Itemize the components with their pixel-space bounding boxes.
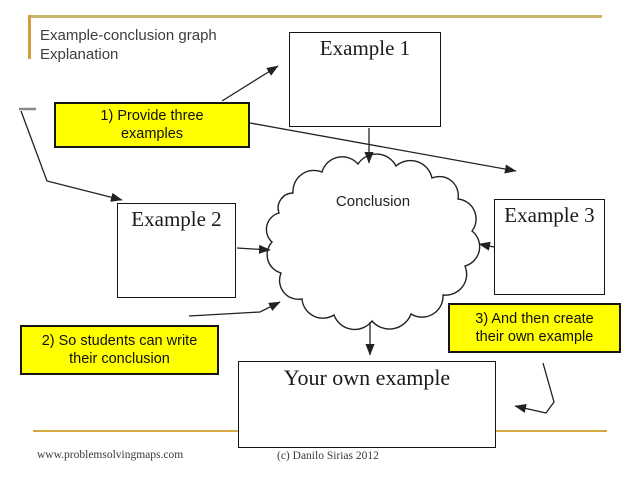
arrow-step1-to-example3 — [249, 122, 517, 174]
footer-copyright: (c) Danilo Sirias 2012 — [277, 450, 379, 462]
arrow-step1-to-example1 — [221, 65, 279, 102]
node-example-3-label: Example 3 — [504, 203, 595, 227]
title-rule-horizontal — [28, 15, 602, 18]
callout-step-3: 3) And then create their own example — [448, 303, 621, 353]
node-example-1-label: Example 1 — [319, 36, 411, 60]
callout-step-1: 1) Provide three examples — [54, 102, 250, 148]
arrow-step3-to-your-own — [514, 362, 555, 414]
arrow-example3-to-conclusion — [478, 241, 495, 251]
arrow-example2-to-conclusion — [236, 244, 271, 254]
node-your-own-example: Your own example — [238, 361, 496, 448]
slide-title: Example-conclusion graph Explanation — [40, 27, 217, 63]
node-example-3: Example 3 — [494, 199, 605, 295]
callout-step-2: 2) So students can write their conclusio… — [20, 325, 219, 375]
node-example-2: Example 2 — [117, 203, 236, 298]
node-example-2-label: Example 2 — [131, 207, 222, 231]
footer-website: www.problemsolvingmaps.com — [37, 449, 184, 461]
node-your-own-example-label: Your own example — [283, 365, 451, 390]
title-rule-vertical — [28, 15, 31, 59]
arrow-step2-to-conclusion — [188, 301, 281, 317]
node-conclusion-label: Conclusion — [335, 193, 411, 210]
node-example-1: Example 1 — [289, 32, 441, 127]
